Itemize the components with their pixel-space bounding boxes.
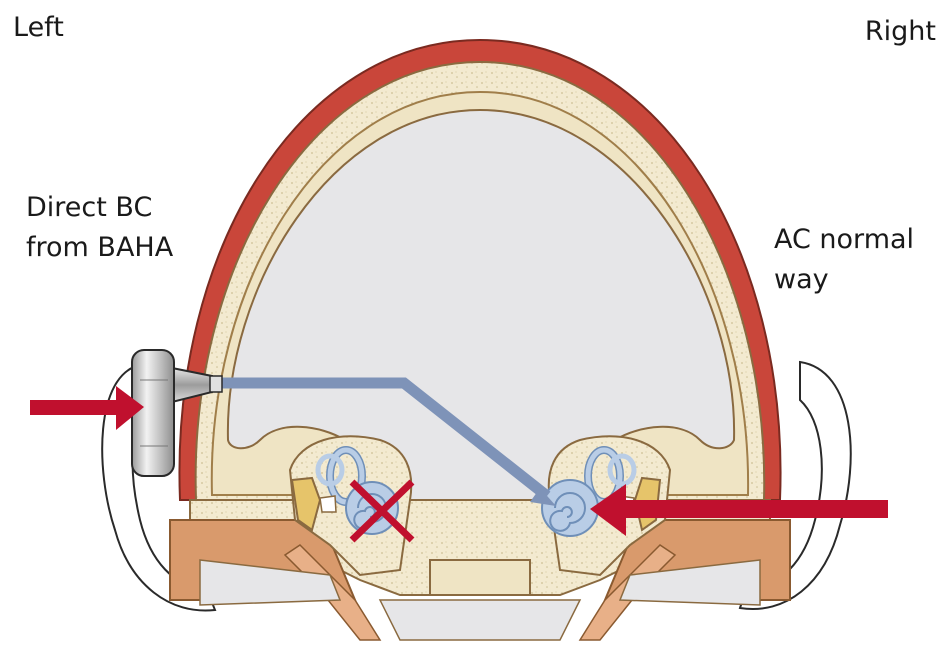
label-ac-normal-line1: AC normal [774, 224, 915, 255]
right-cochlea [541, 446, 637, 537]
label-direct-bc-line1: Direct BC [26, 192, 153, 223]
label-direct-bc: Direct BC from BAHA [26, 188, 173, 268]
left-middle-ear [290, 476, 337, 532]
label-direct-bc-line2: from BAHA [26, 232, 174, 263]
arrow-right-icon [30, 386, 144, 430]
label-ac-normal-line2: way [774, 264, 829, 295]
pathway-arrowhead [530, 488, 556, 506]
arrow-left-icon [590, 484, 888, 536]
baha-device [131, 349, 223, 477]
label-left: Left [13, 12, 64, 43]
right-outer-ear [738, 360, 852, 610]
soft-tissue [169, 519, 791, 641]
bone-conduction-pathway [215, 377, 551, 501]
left-outer-ear [101, 363, 217, 612]
x-mark-icon [349, 479, 415, 543]
label-right: Right [864, 16, 936, 47]
left-cochlea [315, 446, 399, 535]
label-ac-normal: AC normal way [774, 220, 914, 300]
